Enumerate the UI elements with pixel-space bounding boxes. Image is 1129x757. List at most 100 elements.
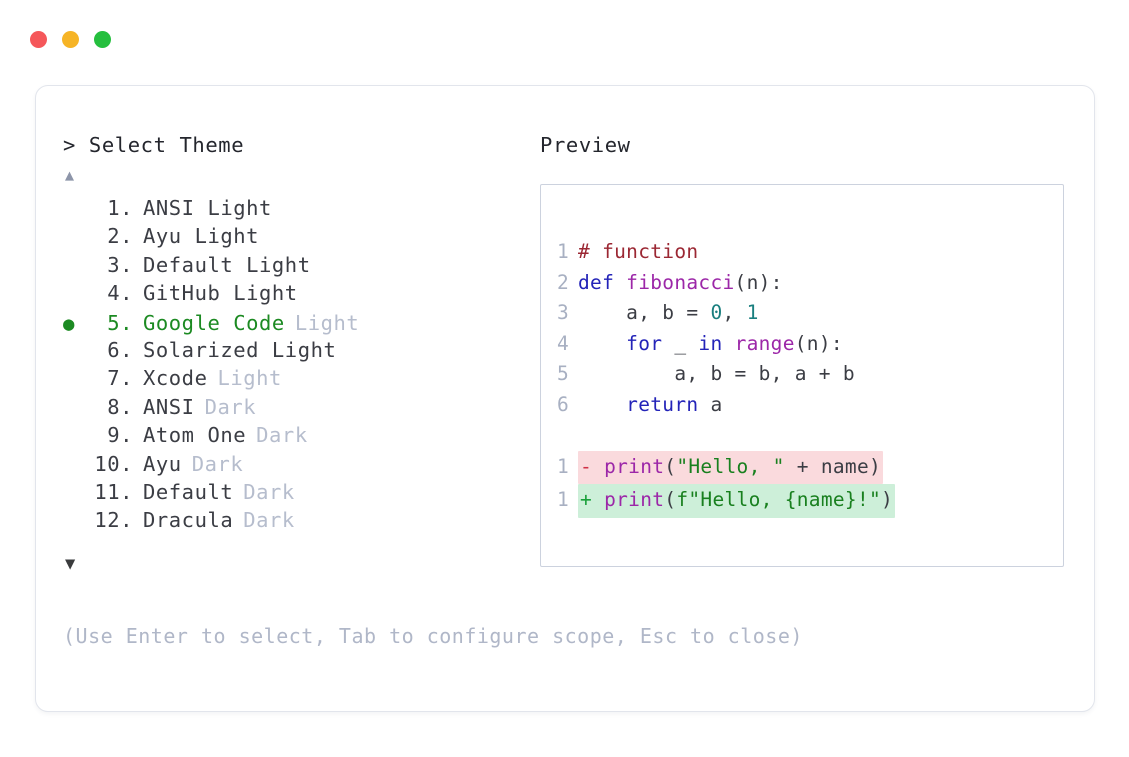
code-token: f"Hello, {name}!" [676,488,882,511]
theme-item-name: Ayu [143,451,182,476]
theme-list-item[interactable]: 4. GitHub Light [63,281,533,309]
code-token: ) [881,488,894,511]
code-line: 5 a, b = b, a + b [555,359,1063,390]
theme-item-variant: Dark [243,479,295,504]
code-token: ( [664,454,677,478]
code-token: 1 [746,301,759,324]
code-token: (n): [734,270,783,294]
diff-marker-icon: - [580,454,605,478]
code-token: ( [664,488,677,511]
theme-list-item[interactable]: 6.Solarized Light [63,338,533,366]
theme-item-variant: Dark [204,394,257,419]
code-token: # function [578,240,699,263]
code-token [578,332,626,355]
code-token: def [578,270,627,294]
theme-list-item[interactable]: 1. ANSI Light [63,196,533,224]
code-line: 4 for _ in range(n): [555,329,1063,360]
theme-item-number: 12. [94,508,133,533]
theme-item-number: 3. [107,252,133,277]
scroll-up-icon[interactable]: ▲ [65,166,75,184]
code-token: a, b = b, a + b [578,362,855,385]
theme-item-name: Default Light [143,252,311,277]
selected-bullet-icon: ● [63,312,75,335]
code-line-content: # function [578,237,698,268]
window-minimize-button[interactable] [62,31,79,48]
theme-item-variant: Light [217,366,282,391]
code-line: 2 def fibonacci(n): [555,268,1063,299]
line-number: 2 [556,270,569,294]
code-token: "Hello, " [676,454,785,478]
line-number: 3 [556,301,569,324]
code-token: fibonacci [626,270,735,294]
code-token: a, b = [578,301,711,324]
code-token: (n): [794,331,843,355]
theme-item-variant: Light [294,310,360,335]
theme-item-name: Atom One [143,423,247,448]
theme-list-item[interactable]: 10. Ayu Dark [63,452,533,480]
diff-line-del: 1- print("Hello, " + name) [555,450,1063,484]
code-token [578,393,626,416]
theme-list-item[interactable]: 2.Ayu Light [63,224,533,252]
window-close-button[interactable] [30,31,47,48]
preview-label: Preview [540,133,631,157]
code-line-content: a, b = b, a + b [578,359,855,390]
theme-item-number: 11. [94,479,133,504]
code-line-content: for _ in range(n): [578,329,843,360]
line-number: 1 [556,240,569,263]
code-token [723,332,735,355]
theme-list-item[interactable]: 8. ANSI Dark [63,395,533,423]
code-token: in [698,331,723,355]
code-line: 3 a, b = 0, 1 [555,298,1063,329]
code-token: , [722,301,747,324]
theme-item-name: Dracula [143,508,234,533]
theme-list-item[interactable]: 12. Dracula Dark [63,508,533,536]
code-token: a [698,392,723,416]
window-titlebar [30,31,111,48]
code-token: + name) [784,454,882,478]
theme-item-name: Default [143,479,234,504]
page-title: > Select Theme [63,133,245,157]
theme-list-item[interactable]: 3. Default Light [63,253,533,281]
theme-item-name: GitHub Light [143,281,298,306]
code-line: 1 # function [555,237,1063,268]
theme-item-number: 1. [107,196,133,220]
theme-item-number: 4. [107,281,133,306]
theme-list-item[interactable]: 11. Default Dark [63,480,533,508]
code-token: 0 [710,301,723,324]
theme-item-number: 7. [107,366,133,391]
code-line-content: a, b = 0, 1 [578,298,759,329]
theme-item-number: 8. [107,394,133,419]
theme-item-name: ANSI Light [143,196,272,220]
code-token: range [734,331,795,355]
theme-item-variant: Dark [243,508,295,533]
scroll-down-icon[interactable]: ▼ [65,553,76,574]
theme-item-name: Solarized Light [143,337,337,362]
code-token: print [604,488,665,511]
theme-list-item[interactable]: ● 5. Google Code Light [63,310,533,338]
theme-picker-dialog: > Select Theme ▲ 1. ANSI Light 2.Ayu Light… [35,85,1095,712]
code-token: return [626,392,699,416]
theme-item-name: Google Code [143,310,285,335]
code-line-content: return a [578,390,723,421]
code-line-content: def fibonacci(n): [578,268,783,299]
theme-item-number: 5. [107,310,133,335]
line-number: 1 [556,454,569,478]
theme-chooser-column: > Select Theme ▲ 1. ANSI Light 2.Ayu Light… [63,132,533,575]
theme-item-variant: Dark [191,451,244,476]
line-number: 5 [556,362,569,385]
line-number: 4 [556,331,569,355]
theme-item-name: ANSI [143,394,195,419]
code-token: for [626,331,663,355]
theme-item-variant: Dark [256,423,308,448]
code-blank-line [555,420,1063,451]
diff-line-add: 1+ print(f"Hello, {name}!") [555,484,1063,518]
window-maximize-button[interactable] [94,31,111,48]
diff-marker-icon: + [580,488,605,511]
diff-line-content: + print(f"Hello, {name}!") [578,484,896,518]
theme-item-number: 10. [94,451,133,476]
